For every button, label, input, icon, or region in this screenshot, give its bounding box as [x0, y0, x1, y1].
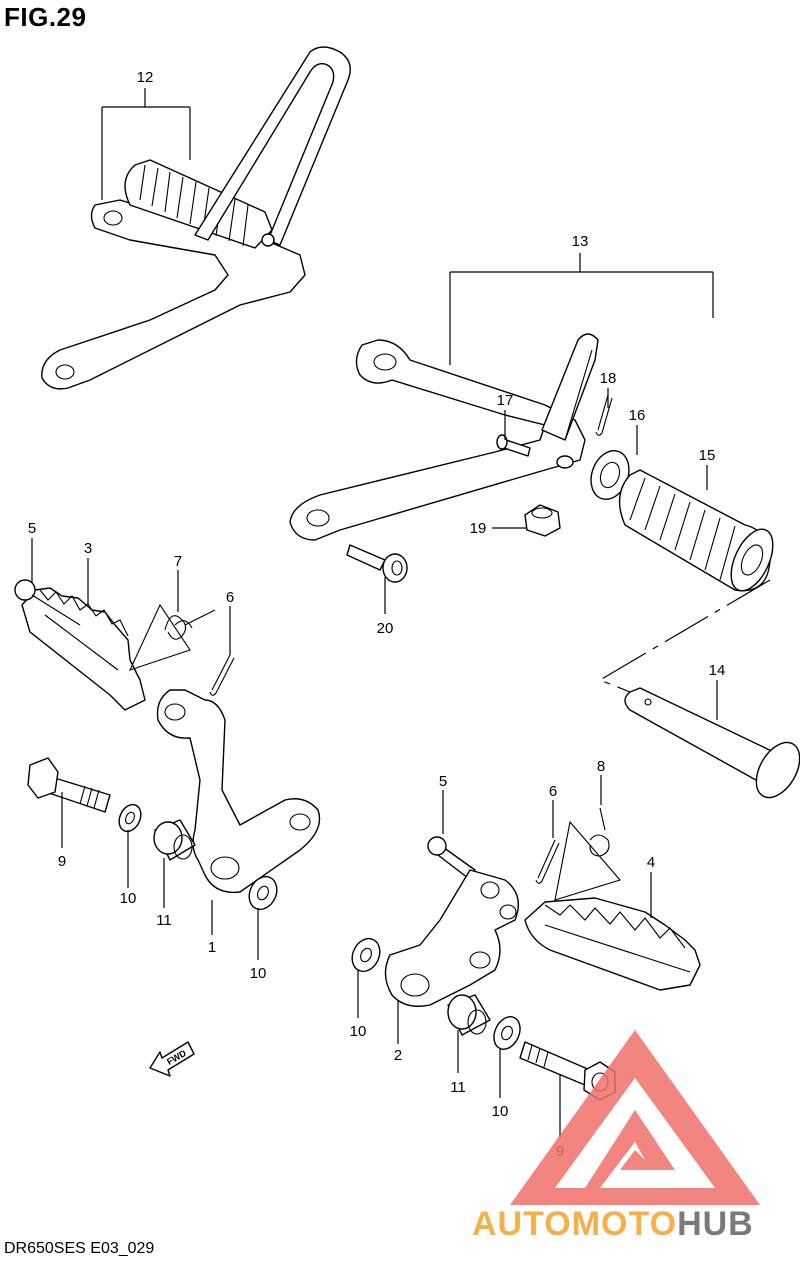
part-12-bracket-assembly	[41, 46, 351, 390]
part-label-5: 5	[439, 773, 447, 790]
part-16-washer	[590, 450, 630, 500]
part-9-bolt	[27, 757, 111, 813]
part-10-washer	[351, 937, 381, 973]
part-label-8: 8	[597, 758, 605, 775]
part-label-16: 16	[629, 407, 646, 424]
part-label-19: 19	[470, 520, 487, 537]
part-label-17: 17	[497, 392, 514, 409]
part-label-18: 18	[600, 370, 617, 387]
part-label-2: 2	[394, 1047, 402, 1064]
part-label-20: 20	[377, 620, 394, 637]
part-label-11: 11	[450, 1079, 466, 1096]
part-label-7: 7	[174, 553, 182, 570]
part-15-footrest-rubber	[618, 469, 774, 592]
part-label-12: 12	[137, 69, 154, 86]
part-7-spring	[128, 603, 216, 671]
part-13-connector	[598, 579, 771, 693]
part-10-washer	[118, 803, 142, 833]
fwd-arrow-icon: FWD	[149, 1041, 195, 1077]
logo-text-automoto: AUTOMOTO	[472, 1205, 678, 1243]
part-2-bracket	[384, 869, 519, 1007]
part-10-washer	[248, 875, 278, 911]
part-label-6: 6	[549, 783, 557, 800]
part-11-bush	[153, 819, 196, 861]
leader-lines	[31, 88, 718, 1138]
part-5-pin	[427, 836, 476, 879]
part-20-bolt	[346, 544, 408, 583]
part-label-5: 5	[28, 520, 36, 537]
part-label-10: 10	[120, 890, 137, 907]
part-label-1: 1	[208, 939, 216, 956]
part-label-11: 11	[156, 912, 172, 929]
part-8-spring	[554, 807, 621, 901]
figure-title: FIG.29	[4, 2, 87, 32]
part-19-nut	[524, 504, 561, 537]
part-6-cotter-pin	[535, 839, 560, 884]
part-label-14: 14	[709, 662, 726, 679]
diagram-code: DR650SES E03_029	[4, 1240, 155, 1257]
logo-text-hub: HUB	[677, 1205, 754, 1243]
part-label-10: 10	[350, 1023, 367, 1040]
part-label-6: 6	[226, 589, 234, 606]
part-1-bracket	[156, 689, 321, 894]
part-13-bracket-assembly	[289, 333, 599, 541]
part-label-3: 3	[84, 540, 92, 557]
part-4-footrest	[524, 897, 701, 991]
part-label-15: 15	[699, 447, 716, 464]
part-14-pivot-pin	[624, 687, 800, 799]
logo-wordmark: AUTOMOTOHUB	[472, 1205, 754, 1244]
part-label-10: 10	[250, 965, 267, 982]
part-3-footrest	[14, 579, 146, 711]
part-11-bush	[447, 994, 491, 1036]
automotohub-logo	[510, 1030, 760, 1205]
logo-triangle	[510, 1030, 760, 1205]
part-label-13: 13	[572, 233, 589, 250]
part-18-cotter-pin	[595, 394, 613, 436]
part-label-4: 4	[647, 854, 655, 871]
part-label-9: 9	[58, 853, 66, 870]
part-label-10: 10	[492, 1103, 509, 1120]
part-6-cotter-pin	[209, 654, 235, 696]
